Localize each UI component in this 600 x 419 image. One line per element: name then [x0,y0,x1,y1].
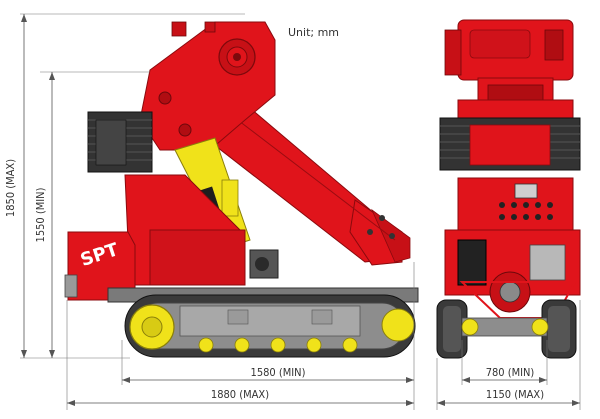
dim-width-min: 780 (MIN) [486,366,535,379]
rear-panel: SPT [64,231,136,301]
dim-width-max: 1150 (MAX) [486,388,544,401]
dim-length-min: 1580 (MIN) [251,366,306,379]
boom-head [139,21,276,151]
display-screen [514,183,538,199]
dim-height-min: 1550 (MIN) [34,187,47,242]
dimension-annotations: 1850 (MAX) 1550 (MIN) 1580 (MIN) 1880 (M… [4,13,581,410]
counterweight-stack [87,111,153,173]
main-body [124,174,279,286]
dim-length-max: 1880 (MAX) [211,388,269,401]
front-view [436,19,581,359]
front-winch [444,19,574,119]
engine-block [444,229,581,319]
crawler-track [107,287,419,358]
control-panel [457,177,574,231]
unit-label: Unit; mm [288,26,339,39]
side-view: SPT [64,21,419,358]
front-tracks [436,299,577,359]
front-outrigger-stack [439,117,581,171]
dim-height-max: 1850 (MAX) [4,159,17,217]
